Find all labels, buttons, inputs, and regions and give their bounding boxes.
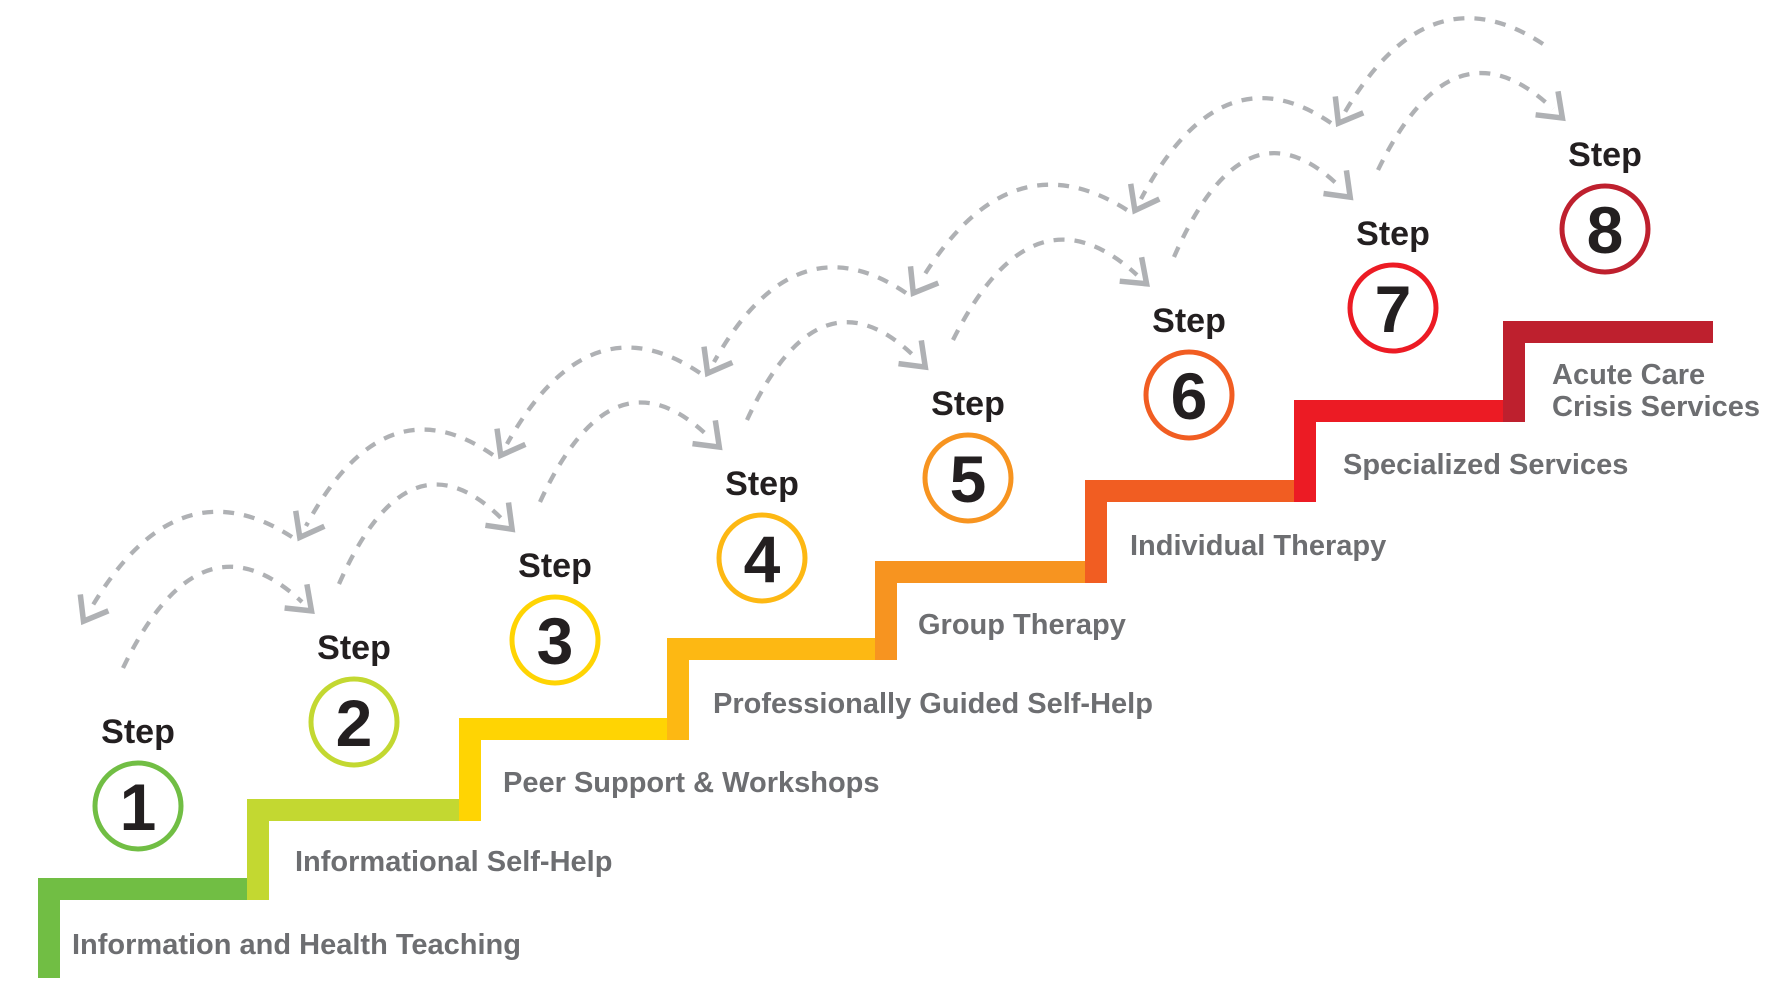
arrowhead-step-2-to-3 xyxy=(485,502,516,533)
step-8-circle xyxy=(1559,183,1651,275)
arrowhead-step-5-to-6 xyxy=(1119,256,1150,287)
step-2-number: 2 xyxy=(336,686,373,760)
arrow-step-3-to-2 xyxy=(304,427,495,528)
step-1-word: Step xyxy=(101,713,175,751)
step-1-bar xyxy=(38,878,247,978)
arrowhead-step-4-to-5 xyxy=(898,339,929,371)
step-6-number: 6 xyxy=(1171,359,1208,433)
step-2-service-label: Informational Self-Help xyxy=(295,846,612,878)
step-4-bar xyxy=(667,638,875,740)
arrowhead-step-1-to-2 xyxy=(284,583,315,615)
step-3-number: 3 xyxy=(537,604,574,678)
step-8-bar xyxy=(1503,321,1713,422)
step-6-bar xyxy=(1085,480,1294,583)
arrow-step-6-to-7 xyxy=(1172,151,1343,258)
arrow-step-7-to-6 xyxy=(1139,96,1333,201)
step-7-circle xyxy=(1347,262,1439,354)
step-4-circle xyxy=(716,512,808,604)
step-5-word: Step xyxy=(931,385,1005,423)
arrow-step-4-to-5 xyxy=(745,320,918,421)
step-1-number: 1 xyxy=(120,770,157,844)
step-3-circle xyxy=(509,594,601,686)
step-8-word: Step xyxy=(1568,136,1642,174)
step-5-bar xyxy=(875,561,1085,660)
step-5-circle xyxy=(922,432,1014,524)
arrowhead-step-4-to-3 xyxy=(494,428,527,460)
step-8-number: 8 xyxy=(1587,193,1624,267)
step-4-word: Step xyxy=(725,465,799,503)
step-1-circle xyxy=(92,760,184,852)
arrow-step-5-to-4 xyxy=(712,265,908,364)
arrowhead-step-7-to-6 xyxy=(1127,183,1161,215)
arrow-step-2-to-1 xyxy=(88,509,294,612)
step-6-circle xyxy=(1143,349,1235,441)
arrow-step-8-to-7 xyxy=(1343,16,1545,114)
step-3-service-label: Peer Support & Workshops xyxy=(503,767,880,799)
step-4-service-label: Professionally Guided Self-Help xyxy=(713,688,1153,720)
step-6-service-label: Individual Therapy xyxy=(1130,530,1386,562)
step-3-bar xyxy=(459,718,667,821)
arrow-step-1-to-2 xyxy=(121,564,304,669)
arrowhead-step-7-to-8 xyxy=(1535,90,1566,122)
arrow-step-2-to-3 xyxy=(337,482,505,585)
step-7-bar xyxy=(1294,400,1503,502)
step-5-number: 5 xyxy=(950,442,987,516)
arrowhead-step-3-to-4 xyxy=(692,419,723,451)
step-2-word: Step xyxy=(317,629,391,667)
arrow-step-7-to-8 xyxy=(1376,71,1555,171)
arrow-step-3-to-4 xyxy=(538,400,712,503)
step-1-service-label: Information and Health Teaching xyxy=(72,929,521,961)
arrow-step-6-to-5 xyxy=(918,182,1129,284)
step-8-service-label-line-1: Acute Care xyxy=(1552,359,1705,391)
step-2-bar xyxy=(247,799,459,900)
step-7-number: 7 xyxy=(1375,272,1412,346)
step-6-word: Step xyxy=(1152,302,1226,340)
arrow-step-5-to-6 xyxy=(951,237,1139,341)
arrowhead-step-5-to-4 xyxy=(701,346,734,378)
step-3-word: Step xyxy=(518,547,592,585)
arrow-step-4-to-3 xyxy=(505,345,702,446)
step-2-circle xyxy=(308,676,400,768)
step-7-service-label: Specialized Services xyxy=(1343,449,1628,481)
arrowhead-step-2-to-1 xyxy=(77,594,110,626)
step-5-service-label: Group Therapy xyxy=(918,609,1126,641)
arrowhead-step-3-to-2 xyxy=(292,510,326,542)
arrowhead-step-6-to-5 xyxy=(907,266,940,298)
step-4-number: 4 xyxy=(744,522,781,596)
arrowhead-step-8-to-7 xyxy=(1332,96,1365,128)
arrowhead-step-6-to-7 xyxy=(1323,170,1354,201)
step-8-service-label-line-2: Crisis Services xyxy=(1552,391,1760,423)
step-7-word: Step xyxy=(1356,215,1430,253)
